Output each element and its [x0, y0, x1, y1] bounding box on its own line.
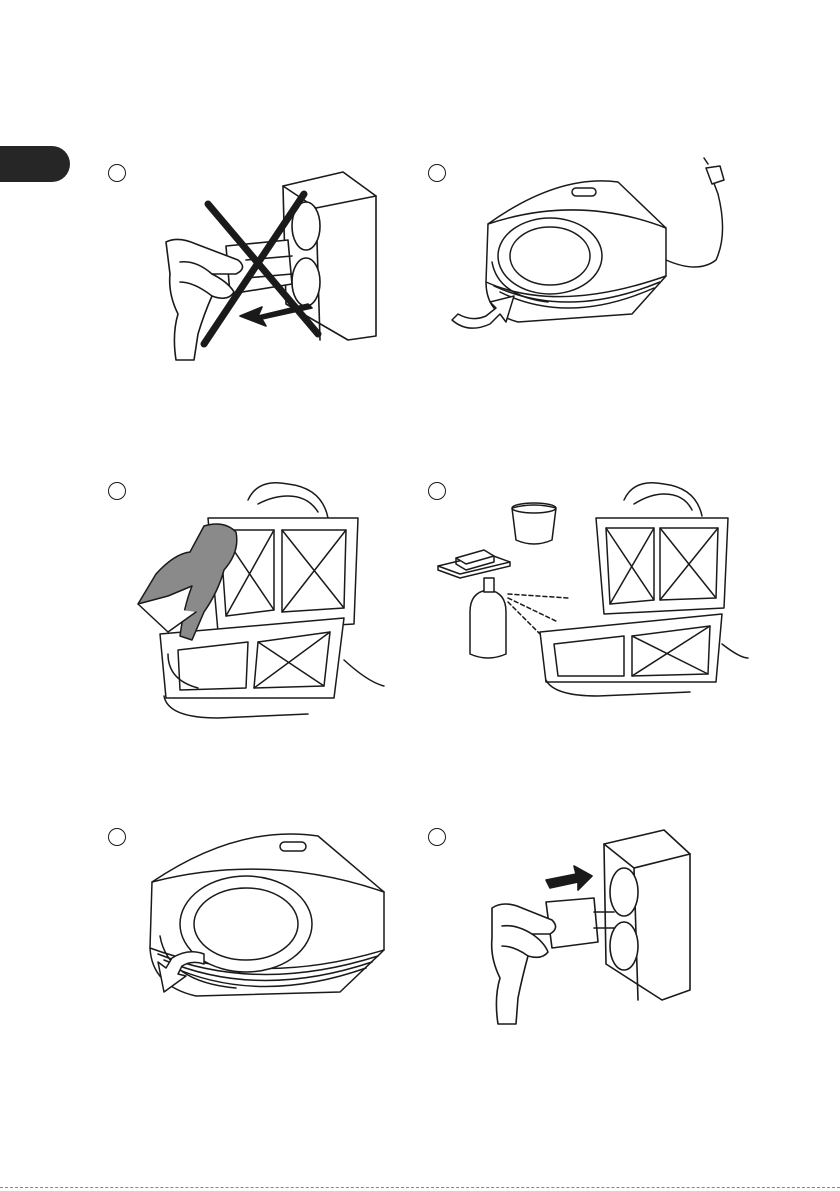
grease-plates-with-butter-oil-illustration — [428, 482, 748, 712]
step-5-panel — [108, 828, 438, 1058]
open-sandwich-maker-lid-illustration — [428, 164, 748, 364]
step-4-panel — [428, 482, 758, 712]
wipe-cooking-plates-illustration — [108, 482, 388, 722]
insert-plug-into-socket-illustration — [428, 828, 708, 1028]
page-bottom-rule — [0, 1187, 840, 1188]
step-1-panel — [108, 164, 438, 394]
language-tab — [0, 146, 70, 182]
step-3-panel — [108, 482, 438, 712]
close-sandwich-maker-lid-illustration — [108, 828, 408, 1028]
do-not-pull-cord-from-socket-illustration — [108, 164, 398, 374]
step-2-panel — [428, 164, 758, 394]
step-6-panel — [428, 828, 758, 1058]
